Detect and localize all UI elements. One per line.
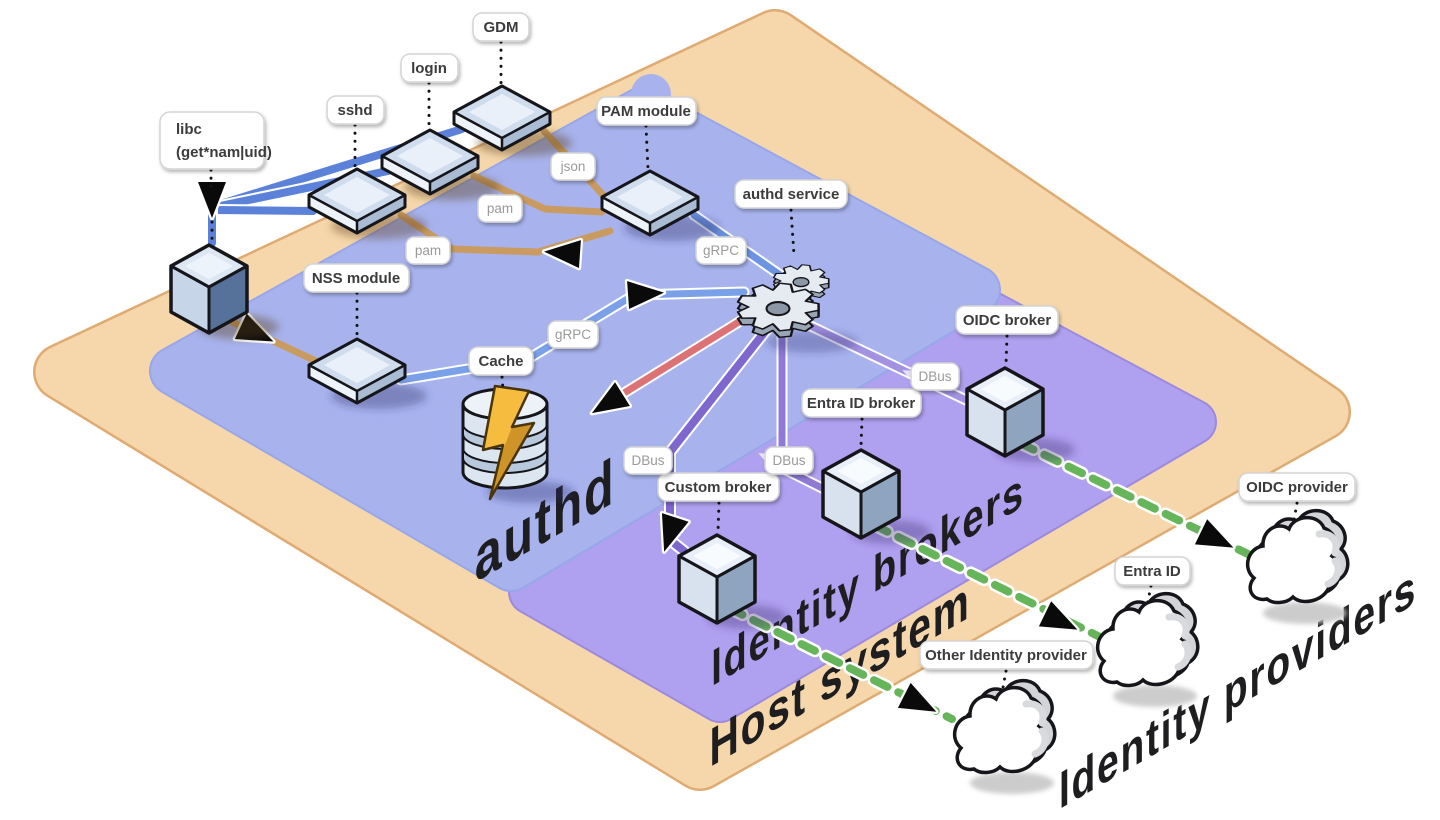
- leader-authd-service: [789, 208, 796, 257]
- custom-broker-cube-icon: [677, 533, 757, 625]
- svg-text:json: json: [560, 159, 586, 174]
- svg-text:pam: pam: [487, 201, 513, 216]
- svg-text:Entra ID broker: Entra ID broker: [807, 395, 916, 412]
- pam-protocol-label-upper: pam: [477, 194, 523, 223]
- grpc-protocol-label-nss: gRPC: [547, 320, 599, 349]
- oidc-provider-label: OIDC provider: [1238, 472, 1356, 502]
- libc-label: libc (get*nam|uid): [159, 111, 272, 170]
- custom-broker-label: Custom broker: [657, 472, 780, 502]
- svg-text:(get*nam|uid): (get*nam|uid): [176, 144, 272, 161]
- svg-text:OIDC broker: OIDC broker: [963, 312, 1052, 329]
- svg-text:PAM module: PAM module: [601, 103, 691, 120]
- svg-text:pam: pam: [415, 243, 441, 258]
- json-protocol-label: json: [550, 152, 596, 181]
- svg-text:DBus: DBus: [918, 369, 951, 384]
- other-provider-cloud-icon: [955, 681, 1055, 794]
- svg-text:libc: libc: [176, 121, 202, 138]
- leader-entra-provider: [1145, 584, 1153, 608]
- login-label: login: [400, 53, 459, 83]
- svg-text:login: login: [411, 60, 447, 77]
- oidc-broker-cube-icon: [965, 366, 1045, 458]
- svg-text:sshd: sshd: [337, 102, 372, 119]
- svg-text:OIDC provider: OIDC provider: [1246, 479, 1348, 496]
- svg-text:gRPC: gRPC: [703, 243, 739, 258]
- cache-label: Cache: [468, 346, 534, 376]
- entra-id-provider-cloud-icon: [1098, 594, 1198, 707]
- edge-cache-line: [594, 309, 756, 414]
- leader-custom-broker: [716, 501, 721, 533]
- svg-text:DBus: DBus: [631, 453, 664, 468]
- pam-protocol-label-lower: pam: [405, 236, 451, 265]
- svg-text:NSS module: NSS module: [312, 270, 400, 287]
- dbus-protocol-label-entra: DBus: [764, 446, 814, 475]
- lightning-bolt-icon: [481, 384, 536, 501]
- database-lightning-icon: [461, 384, 549, 501]
- svg-text:authd service: authd service: [743, 186, 840, 203]
- edge-sshd-libc-line: [210, 204, 319, 217]
- sshd-label: sshd: [326, 95, 385, 125]
- oidc-broker-label: OIDC broker: [955, 305, 1059, 335]
- svg-text:GDM: GDM: [484, 19, 519, 36]
- libc-cube-icon: [169, 243, 249, 335]
- entra-id-provider-label: Entra ID: [1114, 556, 1191, 586]
- other-identity-provider-label: Other Identity provider: [919, 640, 1094, 670]
- svg-text:Cache: Cache: [478, 353, 523, 370]
- oidc-provider-cloud-icon: [1248, 511, 1348, 624]
- leader-oidc-broker: [1004, 334, 1009, 366]
- dbus-protocol-label-custom: DBus: [623, 446, 673, 475]
- svg-text:Other Identity provider: Other Identity provider: [925, 647, 1087, 664]
- svg-text:gRPC: gRPC: [555, 327, 591, 342]
- entra-id-broker-cube-icon: [821, 448, 901, 540]
- svg-text:Custom broker: Custom broker: [665, 479, 772, 496]
- leader-oidc-provider: [1292, 501, 1299, 522]
- authd-service-label: authd service: [734, 179, 848, 209]
- nss-module-label: NSS module: [303, 263, 410, 293]
- svg-text:Entra ID: Entra ID: [1123, 563, 1181, 580]
- gdm-label: GDM: [472, 12, 530, 42]
- pam-module-label: PAM module: [596, 96, 697, 126]
- identity-providers-zone-label: Identity providers: [1059, 557, 1417, 820]
- leader-pam-module: [644, 124, 650, 171]
- grpc-protocol-label-pam: gRPC: [695, 236, 747, 265]
- svg-text:DBus: DBus: [772, 453, 805, 468]
- entra-id-broker-label: Entra ID broker: [801, 388, 922, 418]
- dbus-protocol-label-oidc: DBus: [910, 362, 960, 391]
